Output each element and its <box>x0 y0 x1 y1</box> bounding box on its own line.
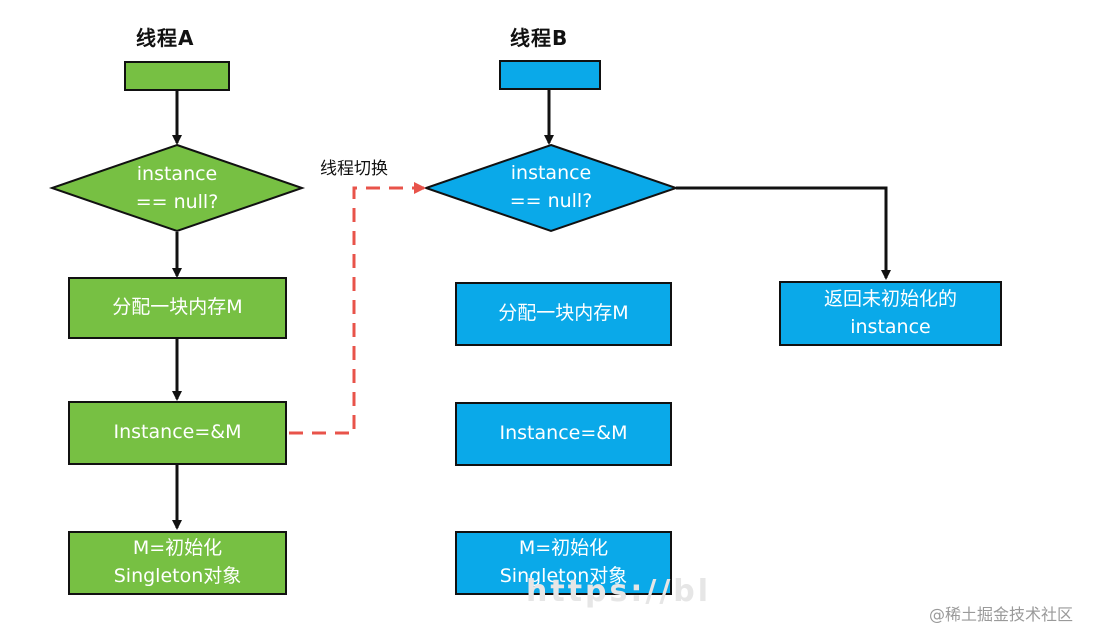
thread-a-start-box <box>124 61 230 91</box>
thread-b-decision-diamond <box>422 143 680 233</box>
thread-switch-arrow <box>289 182 426 435</box>
thread-b-allocate-memory: 分配一块内存M <box>455 282 672 346</box>
thread-b-start-box <box>499 60 601 90</box>
thread-b-assign-instance: Instance=&M <box>455 402 672 466</box>
thread-a-title: 线程A <box>136 26 195 50</box>
thread-switch-label: 线程切换 <box>320 159 388 179</box>
thread-a-initialize-object: M=初始化 Singleton对象 <box>68 531 287 595</box>
thread-a-assign-instance: Instance=&M <box>68 401 287 465</box>
thread-a-decision-label: instance == null? <box>135 163 219 213</box>
thread-b-decision-label: instance == null? <box>509 162 593 212</box>
watermark: @稀土掘金技术社区 <box>929 605 1074 624</box>
thread-b-return-uninitialized: 返回未初始化的 instance <box>779 281 1002 346</box>
thread-a-decision-diamond <box>48 143 306 233</box>
thread-b-initialize-object: M=初始化 Singleton对象 <box>455 531 672 595</box>
ghost-url-text: https://bl <box>526 574 712 609</box>
thread-a-allocate-memory: 分配一块内存M <box>68 277 287 339</box>
thread-b-title: 线程B <box>510 26 569 50</box>
arrow-b-decision-to-return <box>676 186 891 280</box>
